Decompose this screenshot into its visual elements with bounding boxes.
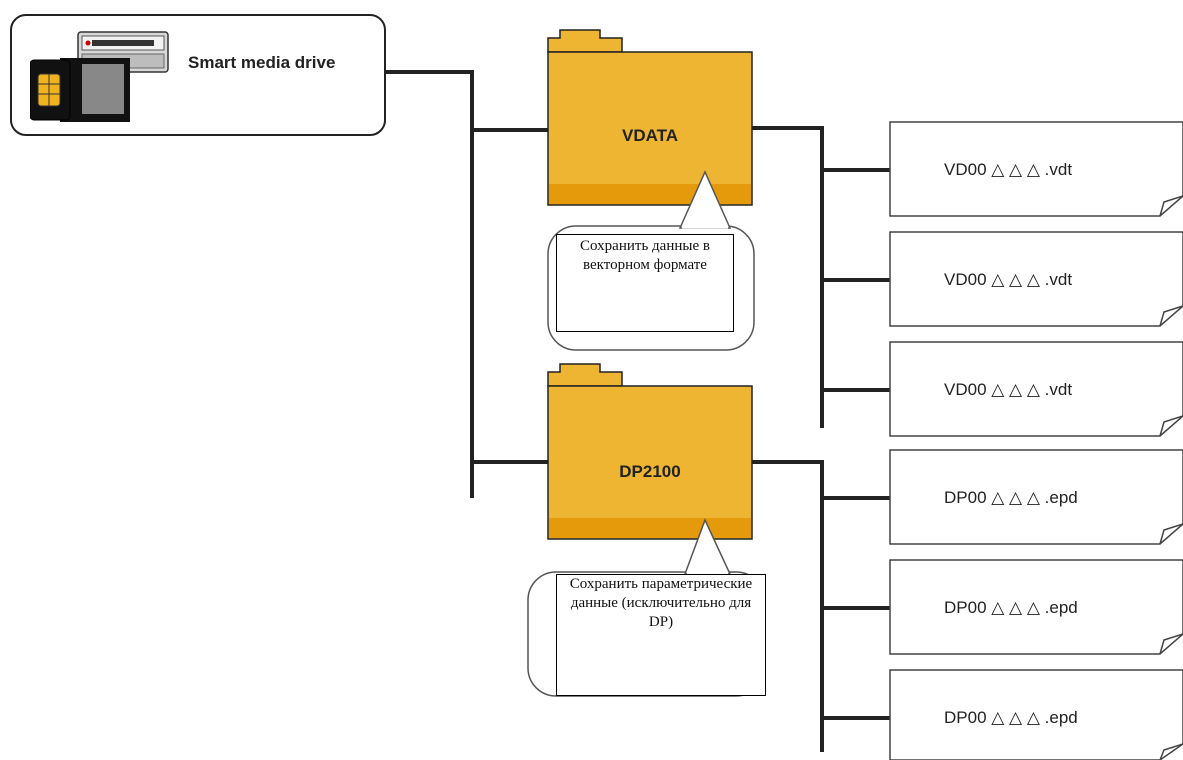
file-icon — [889, 231, 1183, 327]
folder-label-dp2100: DP2100 — [619, 462, 681, 481]
smart-media-drive-icon — [30, 31, 169, 122]
folder-label-vdata: VDATA — [621, 126, 679, 145]
connector-lines — [386, 70, 890, 752]
dp2100-note-text: Сохранить параметрические данные (исключ… — [556, 574, 766, 696]
file-label: VD00 △ △ △ .vdt — [944, 380, 1073, 399]
file-icon — [889, 341, 1183, 437]
device-label: Smart media drive — [188, 53, 336, 72]
vdata-to-branch-line — [752, 126, 824, 428]
file-label: DP00 △ △ △ .epd — [944, 488, 1078, 507]
file-label: DP00 △ △ △ .epd — [944, 598, 1078, 617]
vdata-folder-icon — [547, 29, 753, 206]
dp2100-folder-icon — [547, 363, 753, 540]
file-label: DP00 △ △ △ .epd — [944, 708, 1078, 727]
dp2100-to-branch-line — [752, 460, 824, 752]
device-to-trunk-line — [386, 70, 474, 498]
file-icon — [889, 559, 1183, 655]
file-icon — [889, 121, 1183, 217]
vdata-note-text: Сохранить данные в векторном формате — [556, 234, 734, 332]
file-label: VD00 △ △ △ .vdt — [944, 270, 1073, 289]
file-icons — [889, 121, 1183, 760]
file-icon — [889, 669, 1183, 760]
file-label: VD00 △ △ △ .vdt — [944, 160, 1073, 179]
file-icon — [889, 449, 1183, 545]
